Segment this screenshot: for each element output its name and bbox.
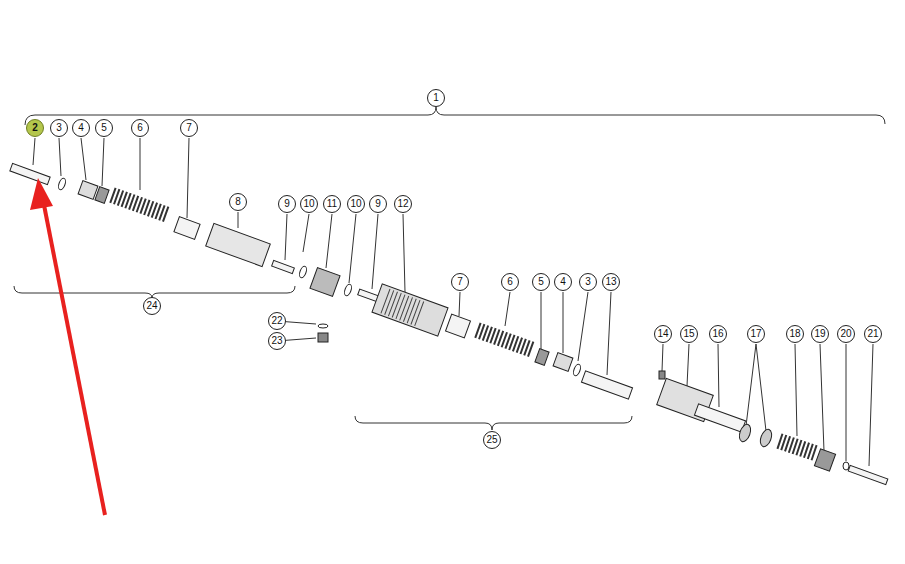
callout-number: 16	[709, 325, 727, 343]
callout-number: 3	[579, 273, 597, 291]
pointer-arrow	[30, 178, 105, 515]
callout-number: 1	[427, 89, 445, 107]
washer	[737, 423, 753, 443]
callout-number: 7	[180, 119, 198, 137]
spring	[112, 195, 168, 215]
spring	[779, 441, 815, 453]
callout-number: 18	[786, 325, 804, 343]
callout-number: 6	[131, 119, 149, 137]
callout-number: 20	[837, 325, 855, 343]
callout-number: 13	[602, 273, 620, 291]
ring	[95, 187, 109, 204]
bush	[553, 353, 573, 372]
group-bracket	[14, 286, 295, 298]
ring	[535, 349, 549, 366]
callout-number: 25	[483, 431, 501, 449]
arrow-head	[30, 178, 53, 210]
washer	[758, 428, 774, 448]
arrow-shaft	[44, 205, 105, 515]
callout-number: 3	[50, 119, 68, 137]
cap	[814, 449, 835, 471]
screw	[272, 260, 295, 273]
nut	[318, 333, 328, 342]
callout-number: 5	[532, 273, 550, 291]
spring	[477, 330, 533, 350]
piston	[174, 217, 200, 240]
rod	[581, 371, 632, 399]
callout-number: 12	[394, 195, 412, 213]
callout-number: 17	[747, 325, 765, 343]
callout-number: 7	[451, 273, 469, 291]
callout-number: 15	[680, 325, 698, 343]
callout-number: 4	[554, 273, 572, 291]
grub-screw	[659, 371, 665, 379]
washer	[843, 462, 849, 470]
callout-number: 8	[229, 193, 247, 211]
callout-number: 4	[72, 119, 90, 137]
callout-number: 5	[95, 119, 113, 137]
body-grooves	[385, 301, 420, 314]
tube	[206, 223, 271, 266]
o-ring	[57, 177, 67, 190]
bolt	[848, 465, 888, 484]
piston	[446, 314, 471, 338]
callout-number: 9	[278, 195, 296, 213]
callout-number: 9	[369, 195, 387, 213]
plunger	[694, 404, 745, 432]
group-bracket	[25, 107, 885, 125]
callout-number: 10	[347, 195, 365, 213]
o-ring	[298, 265, 308, 278]
callout-number: 24	[143, 297, 161, 315]
callout-number: 14	[654, 325, 672, 343]
callout-number: 21	[864, 325, 882, 343]
callout-number: 6	[501, 273, 519, 291]
o-ring	[343, 283, 353, 296]
callout-number: 22	[268, 312, 286, 330]
callout-number: 23	[268, 332, 286, 350]
rod	[10, 163, 50, 184]
valve-block	[310, 268, 340, 297]
bush	[78, 181, 98, 200]
callout-number: 2	[26, 119, 44, 137]
callout-number: 10	[300, 195, 318, 213]
group-bracket	[355, 416, 632, 430]
leader-line	[33, 138, 873, 466]
callout-number: 11	[323, 195, 341, 213]
callout-number: 19	[811, 325, 829, 343]
washer	[318, 324, 328, 328]
o-ring	[572, 363, 582, 376]
valve-body	[372, 284, 448, 336]
